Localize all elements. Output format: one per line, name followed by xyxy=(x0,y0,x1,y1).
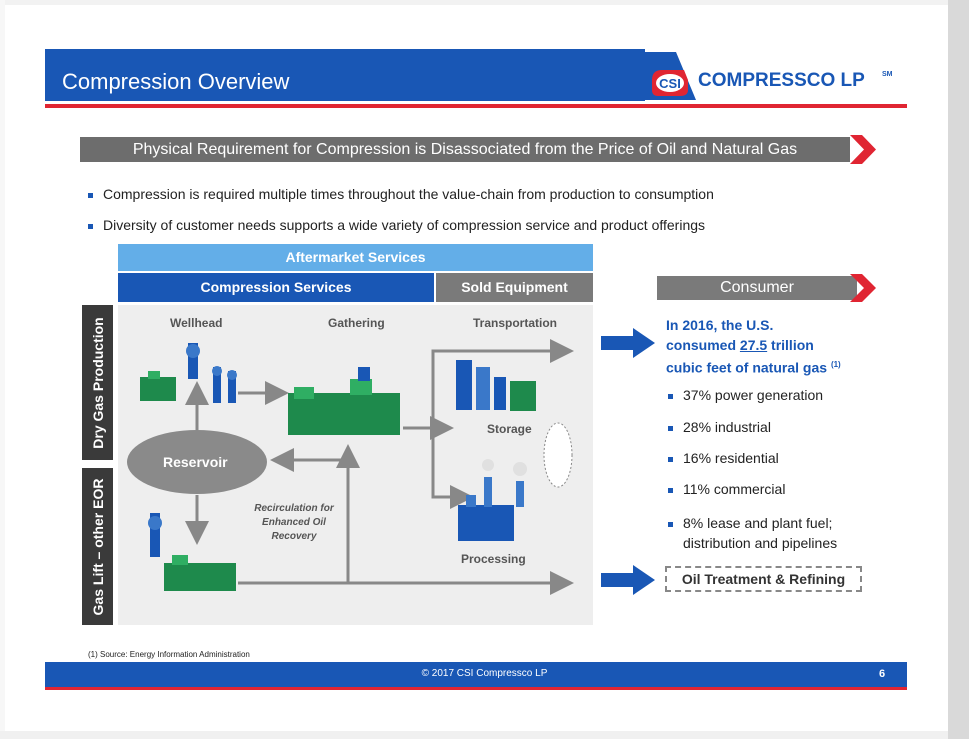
footer-red-line xyxy=(45,687,907,690)
stat-footnote-ref: (1) xyxy=(830,360,841,369)
compression-services-bar: Compression Services xyxy=(118,273,434,302)
list-item: Diversity of customer needs supports a w… xyxy=(88,217,705,233)
copyright: © 2017 CSI Compressco LP xyxy=(421,668,548,679)
transportation-label: Transportation xyxy=(473,316,558,330)
wellhead-icon xyxy=(186,343,237,403)
gathering-label: Gathering xyxy=(328,316,385,330)
page-number: 6 xyxy=(879,668,886,680)
company-logo: CSI COMPRESSCO LP SM xyxy=(628,52,893,100)
sold-equipment-bar: Sold Equipment xyxy=(436,273,593,302)
storage-facility-icon xyxy=(456,360,536,411)
consumer-item: 16% residential xyxy=(668,450,779,466)
title-bar xyxy=(45,49,645,101)
gas-lift-label: Gas Lift – other EOR xyxy=(82,468,113,625)
consumer-item: 11% commercial xyxy=(668,481,785,497)
logo-badge: CSI xyxy=(659,76,681,91)
consumer-arrow-icon xyxy=(601,328,655,358)
stat-suffix: trillion cubic feet of natural gas xyxy=(666,337,828,376)
logo-text: COMPRESSCO LP xyxy=(698,70,865,91)
footer-bar xyxy=(45,662,907,687)
header-red-line xyxy=(45,104,907,108)
gathering-compressor-icon xyxy=(288,367,400,435)
banner-chevron-icon xyxy=(850,135,876,164)
dry-gas-text: Dry Gas Production xyxy=(89,316,106,449)
stat-value: 27.5 xyxy=(739,337,768,353)
consumption-stat: In 2016, the U.S. consumed 27.5 trillion… xyxy=(666,315,846,378)
page-title: Compression Overview xyxy=(62,69,290,94)
oil-treatment-box: Oil Treatment & Refining xyxy=(665,566,862,592)
reservoir-label: Reservoir xyxy=(163,454,228,470)
diagram-drawing xyxy=(127,339,574,595)
section-banner: Physical Requirement for Compression is … xyxy=(80,137,850,162)
consumer-bar: Consumer xyxy=(657,276,857,300)
page-frame-top xyxy=(0,0,948,5)
logo-tm: SM xyxy=(882,71,893,78)
page-frame-left xyxy=(0,0,5,739)
oil-arrow-icon xyxy=(601,565,655,595)
consumer-item: 28% industrial xyxy=(668,419,771,435)
flow-arrows xyxy=(185,339,574,595)
storage-label: Storage xyxy=(487,422,532,436)
dry-gas-production-label: Dry Gas Production xyxy=(82,305,113,460)
compressor-small-icon xyxy=(140,371,176,401)
page-frame-right xyxy=(948,0,969,739)
reservoir-shape xyxy=(127,430,267,494)
processing-plant-icon xyxy=(458,459,527,541)
list-item: Compression is required multiple times t… xyxy=(88,186,714,202)
consumer-item: 37% power generation xyxy=(668,387,823,403)
gas-lift-well-icon xyxy=(148,513,162,557)
stat-prefix: In 2016, the U.S. consumed xyxy=(666,317,774,353)
wellhead-label: Wellhead xyxy=(170,316,223,330)
storage-dome-icon xyxy=(543,422,573,488)
gas-lift-text: Gas Lift – other EOR xyxy=(89,478,106,615)
gas-lift-compressor-icon xyxy=(164,555,236,591)
page-frame-bottom xyxy=(0,731,948,739)
aftermarket-services-bar: Aftermarket Services xyxy=(118,244,593,271)
recirculation-label: Recirculation for Enhanced Oil Recovery xyxy=(254,503,334,542)
consumer-item: 8% lease and plant fuel; distribution an… xyxy=(668,513,868,553)
consumer-chevron-icon xyxy=(850,274,876,302)
footnote: (1) Source: Energy Information Administr… xyxy=(88,650,250,659)
processing-label: Processing xyxy=(461,552,526,566)
